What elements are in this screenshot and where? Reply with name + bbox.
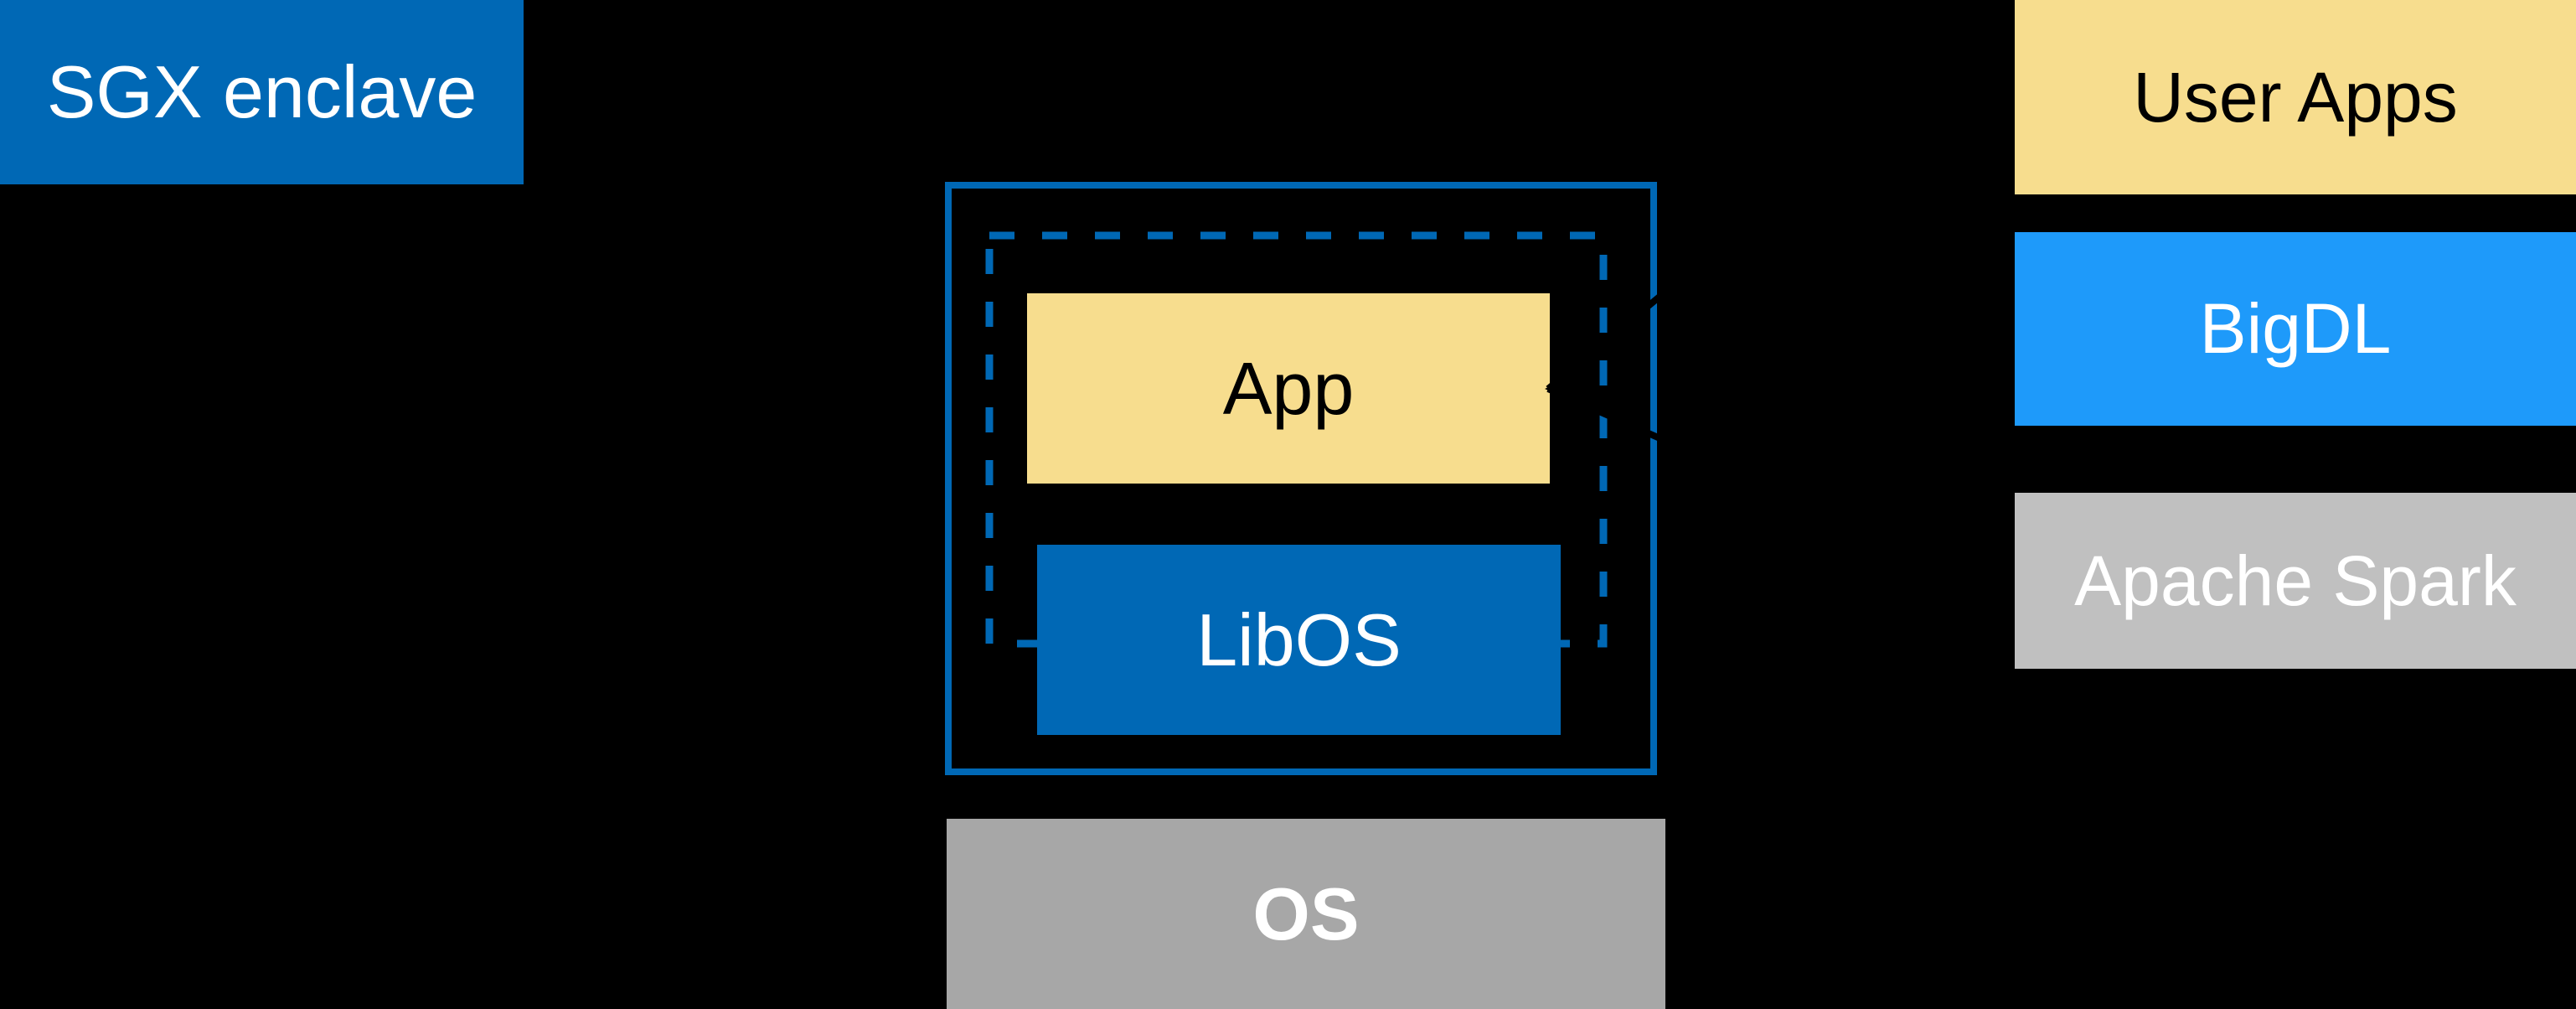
sgx-callout-dot-icon <box>520 510 532 521</box>
os-box: OS <box>947 819 1665 1009</box>
os-label: OS <box>1252 872 1360 955</box>
app-box: App <box>1027 293 1550 484</box>
stack-item-bigdl: BigDL <box>2015 232 2576 426</box>
sgx-enclave-label: SGX enclave <box>46 50 478 133</box>
user-apps-label: User Apps <box>2133 57 2458 137</box>
app-annotation-line-upper <box>1546 169 1812 392</box>
app-label: App <box>1222 346 1355 430</box>
libos-box: LibOS <box>1037 545 1561 735</box>
sgx-enclave-box: SGX enclave <box>0 0 524 184</box>
bigdl-label: BigDL <box>2199 289 2392 368</box>
libos-label: LibOS <box>1196 598 1402 681</box>
stack-item-apache-spark: Apache Spark <box>2015 493 2576 669</box>
apache-spark-label: Apache Spark <box>2074 541 2517 620</box>
stack-item-user-apps: User Apps <box>2015 0 2576 194</box>
app-annotation-line-lower <box>1546 385 1811 508</box>
